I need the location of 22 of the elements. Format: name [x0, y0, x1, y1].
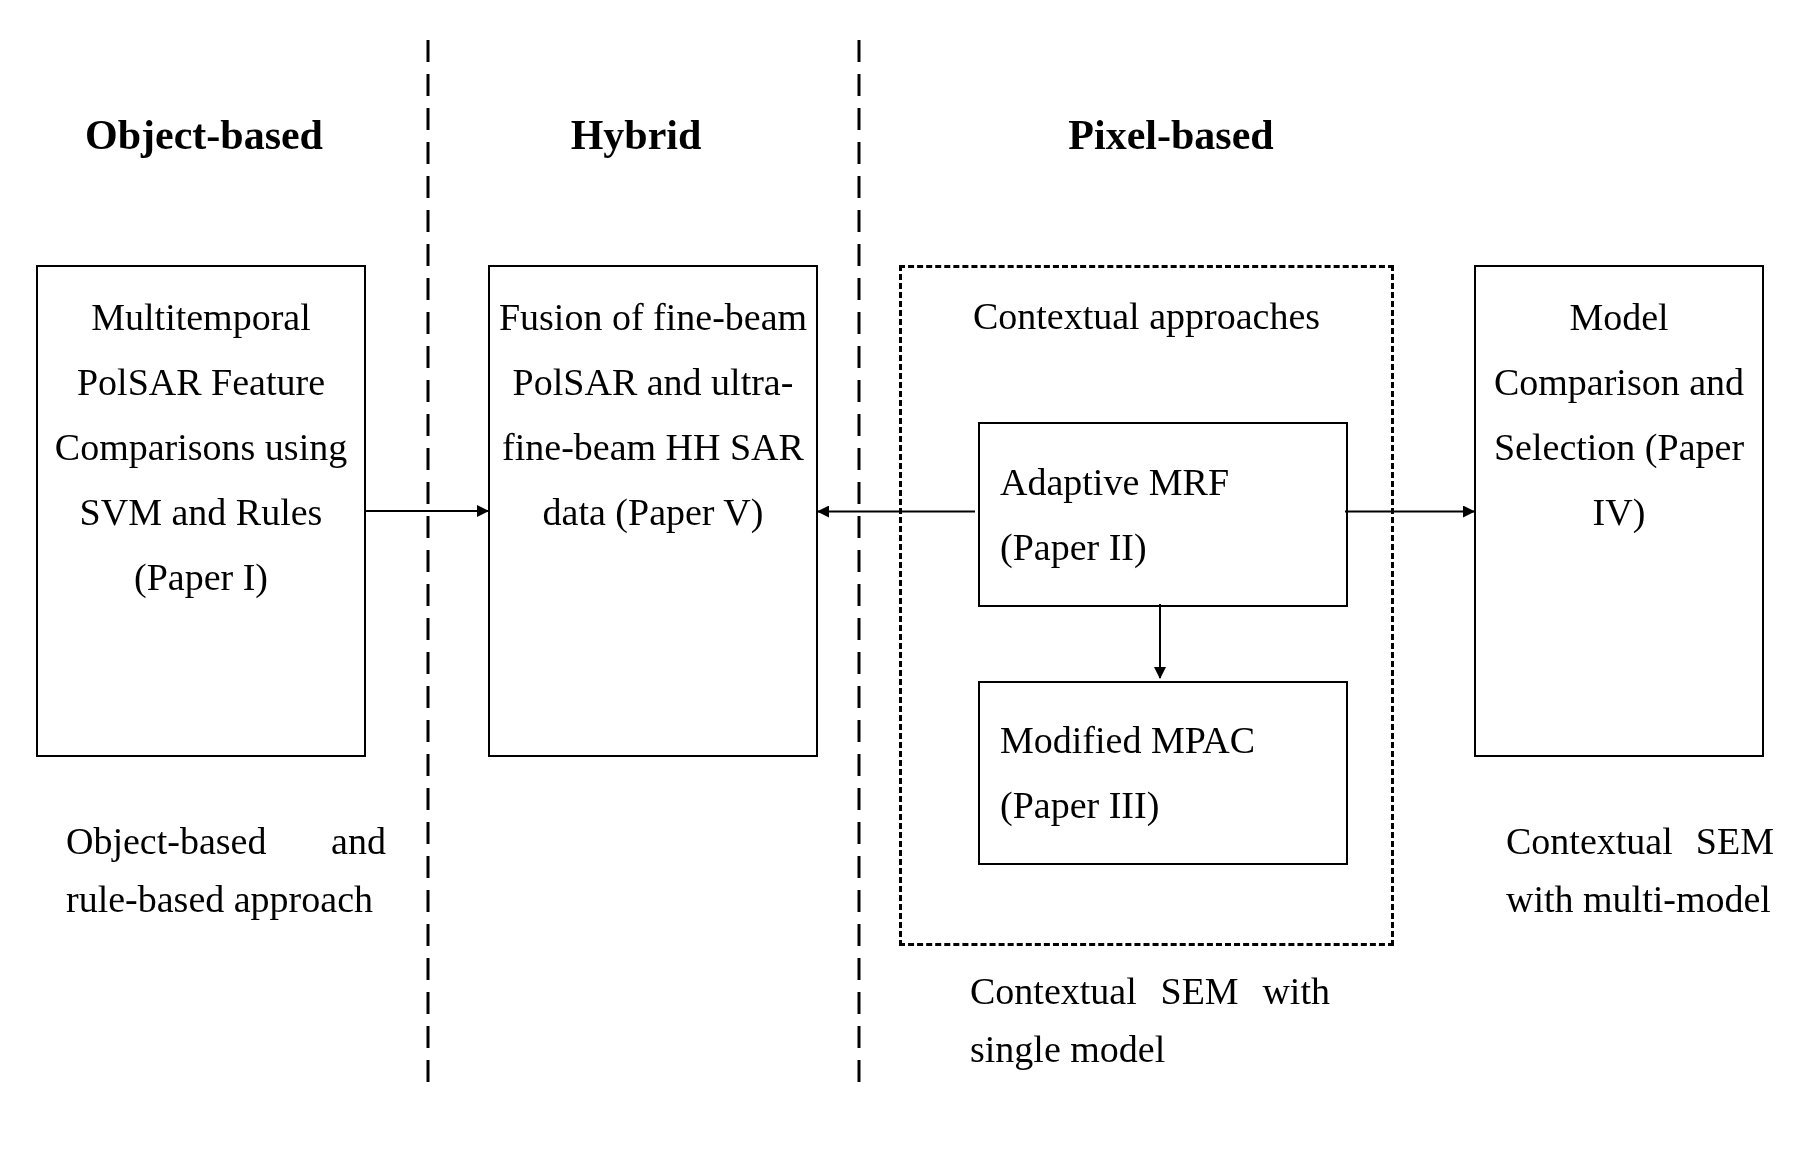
arrow [1154, 603, 1166, 679]
column-heading: Hybrid [570, 111, 702, 160]
box-text: Adaptive MRF (Paper II) [1000, 459, 1231, 570]
arrow [365, 505, 489, 517]
process-box [1474, 265, 1764, 757]
process-box [978, 681, 1348, 865]
caption-text: Object-based and rule-based approach [66, 819, 386, 922]
process-box [488, 265, 818, 757]
box-text: Fusion of fine-beam PolSAR and ultra-fine-beam HH SAR data (Paper V) [498, 295, 808, 535]
caption-text: Contextual SEM with multi-model [1506, 819, 1774, 922]
box-text: Model Comparison and Selection (Paper IV) [1492, 295, 1746, 535]
process-box [36, 265, 366, 757]
column-heading: Object-based [85, 111, 323, 160]
arrow [1344, 505, 1475, 518]
caption-text: Contextual SEM with single model [970, 969, 1330, 1072]
dashed-group-box [899, 265, 1394, 946]
box-text: Multitemporal PolSAR Feature Comparisons using SVM and Rules (Paper I) [53, 295, 349, 600]
box-text: Modified MPAC (Paper III) [1000, 718, 1257, 828]
group-title: Contextual approaches [972, 294, 1321, 339]
arrow [817, 505, 976, 518]
process-box [978, 422, 1348, 607]
column-heading: Pixel-based [1068, 111, 1274, 160]
